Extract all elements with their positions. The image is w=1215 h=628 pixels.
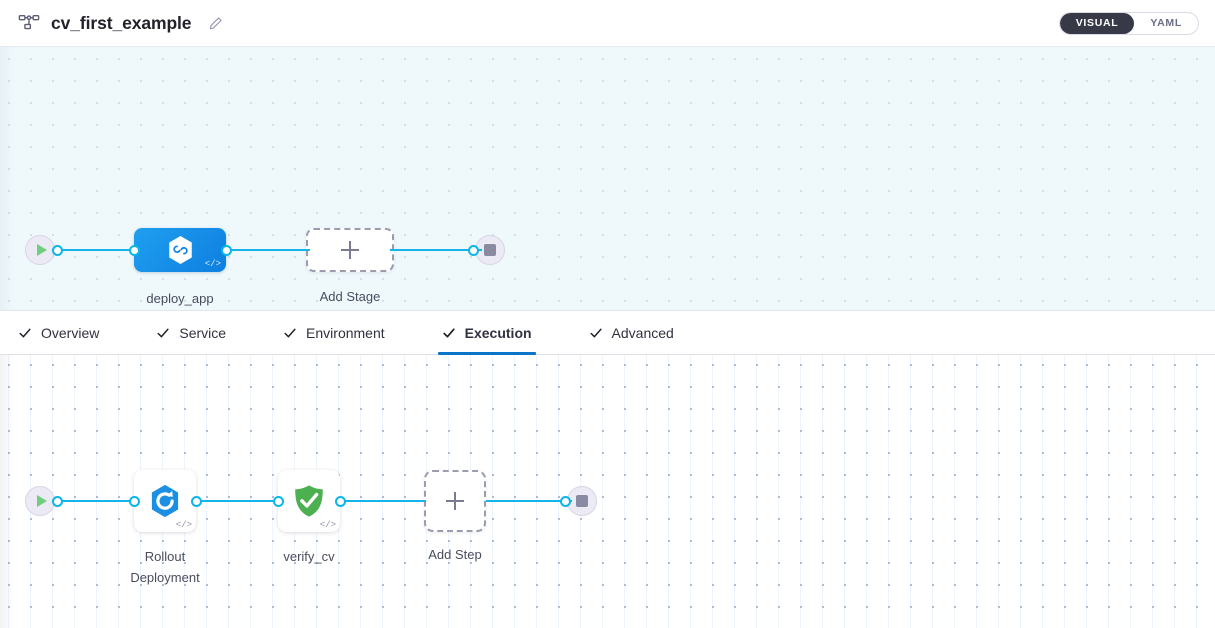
end-node-port[interactable] bbox=[560, 495, 571, 507]
stop-icon bbox=[484, 244, 496, 256]
harness-hexagon-icon bbox=[168, 236, 192, 264]
edge-addstep-to-end bbox=[486, 500, 572, 502]
verify-shield-icon bbox=[295, 485, 323, 517]
end-node-circle[interactable] bbox=[567, 486, 597, 516]
view-mode-toggle[interactable]: VISUAL YAML bbox=[1058, 11, 1199, 35]
header-left-group: cv_first_example bbox=[18, 12, 223, 34]
code-badge-icon: </> bbox=[204, 259, 221, 269]
check-icon bbox=[19, 328, 31, 337]
header-right-group: VISUAL YAML bbox=[1058, 11, 1199, 35]
stage-node-deploy-app[interactable]: </> deploy_app bbox=[128, 228, 232, 306]
step-port-in[interactable] bbox=[272, 495, 284, 507]
add-stage-button[interactable] bbox=[306, 228, 394, 272]
code-badge-icon: </> bbox=[175, 520, 192, 530]
step-node-label: verify_cv bbox=[283, 549, 335, 564]
tab-label: Overview bbox=[41, 324, 100, 341]
check-icon bbox=[284, 328, 296, 337]
stage-graph-canvas[interactable]: </> deploy_app Add Stage bbox=[0, 47, 1215, 310]
stage-port-in[interactable] bbox=[128, 244, 140, 256]
edge-start-to-stage bbox=[52, 249, 138, 251]
edit-pencil-icon[interactable] bbox=[208, 16, 223, 31]
tab-label: Environment bbox=[306, 324, 385, 341]
start-node-port[interactable] bbox=[52, 244, 63, 256]
check-icon bbox=[442, 327, 455, 338]
page-title: cv_first_example bbox=[51, 12, 192, 33]
edge-step2-to-addstep bbox=[340, 500, 426, 502]
add-stage-node[interactable]: Add Stage bbox=[306, 228, 394, 304]
step-port-out[interactable] bbox=[334, 495, 346, 507]
tab-execution[interactable]: Execution bbox=[437, 311, 554, 355]
step-card[interactable]: </> bbox=[128, 470, 202, 532]
stage-config-tabs[interactable]: Overview Service Environment Execution A… bbox=[0, 310, 1215, 355]
pipeline-graph-icon bbox=[18, 14, 40, 30]
start-node-port[interactable] bbox=[52, 495, 63, 507]
stage-port-out[interactable] bbox=[220, 244, 232, 256]
stage-start-node[interactable] bbox=[25, 235, 63, 265]
add-step-node[interactable]: Add Step bbox=[424, 470, 486, 562]
add-step-button[interactable] bbox=[424, 470, 486, 532]
execution-end-node[interactable] bbox=[560, 486, 597, 516]
rollout-deployment-icon bbox=[151, 484, 179, 518]
tab-service[interactable]: Service bbox=[156, 311, 248, 354]
stage-node-label: deploy_app bbox=[146, 291, 214, 306]
stage-card[interactable]: </> bbox=[128, 228, 232, 272]
edge-step1-to-step2 bbox=[196, 500, 284, 502]
check-icon bbox=[157, 328, 169, 337]
tab-label: Advanced bbox=[611, 324, 674, 341]
toggle-visual[interactable]: VISUAL bbox=[1059, 12, 1135, 34]
add-stage-label: Add Stage bbox=[319, 289, 381, 304]
plus-icon bbox=[341, 241, 359, 259]
tab-advanced[interactable]: Advanced bbox=[589, 311, 696, 354]
header-bar: cv_first_example VISUAL YAML bbox=[0, 0, 1215, 47]
start-node-circle[interactable] bbox=[25, 235, 55, 265]
start-node-circle[interactable] bbox=[25, 486, 55, 516]
edge-addstage-to-end bbox=[390, 249, 482, 251]
step-node-label: Rollout Deployment bbox=[130, 549, 200, 585]
execution-start-node[interactable] bbox=[25, 486, 63, 516]
check-icon bbox=[589, 328, 602, 337]
tab-label: Service bbox=[179, 324, 227, 341]
play-icon bbox=[36, 244, 47, 256]
execution-graph-canvas[interactable]: </> Rollout Deployment </> verify_cv bbox=[0, 355, 1215, 628]
step-port-out[interactable] bbox=[190, 495, 202, 507]
step-node-rollout-deployment[interactable]: </> Rollout Deployment bbox=[128, 470, 202, 585]
plus-icon bbox=[446, 492, 464, 510]
step-port-in[interactable] bbox=[128, 495, 140, 507]
stop-icon bbox=[576, 495, 588, 507]
tab-overview[interactable]: Overview bbox=[18, 311, 121, 354]
toggle-yaml[interactable]: YAML bbox=[1150, 16, 1182, 29]
step-node-verify-cv[interactable]: </> verify_cv bbox=[272, 470, 346, 564]
add-step-label: Add Step bbox=[428, 547, 482, 562]
code-badge-icon: </> bbox=[319, 520, 336, 530]
edge-start-to-step1 bbox=[52, 500, 138, 502]
play-icon bbox=[36, 495, 47, 507]
end-node-port[interactable] bbox=[468, 244, 479, 256]
edge-stage-to-addstage bbox=[222, 249, 310, 251]
tab-environment[interactable]: Environment bbox=[283, 311, 407, 354]
step-card[interactable]: </> bbox=[272, 470, 346, 532]
tab-label: Execution bbox=[464, 324, 532, 341]
